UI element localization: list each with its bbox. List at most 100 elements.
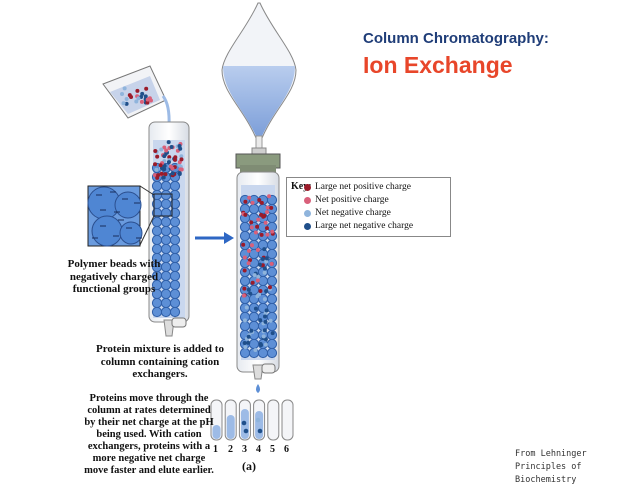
protein-dot: [269, 205, 274, 210]
protein-dot: [249, 225, 254, 230]
protein-dot: [153, 162, 158, 167]
tube-number: 3: [242, 444, 247, 455]
protein-dot: [162, 145, 167, 150]
protein-dot: [161, 175, 166, 180]
protein-dot: [262, 297, 267, 302]
bead: [151, 180, 163, 192]
bead: [160, 306, 172, 318]
tube-number: 6: [284, 444, 289, 455]
title-line-2: Ion Exchange: [363, 52, 513, 78]
protein-dot: [261, 334, 266, 339]
protein-dot: [246, 340, 251, 345]
protein-dot: [262, 328, 267, 333]
bead: [151, 234, 163, 246]
tube-number: 1: [213, 444, 218, 455]
protein-dot: [247, 248, 252, 253]
protein-dot: [241, 242, 246, 247]
protein-dot: [159, 171, 164, 176]
protein-dot: [124, 101, 129, 106]
bead: [169, 270, 181, 282]
key-dot-positive: [304, 197, 311, 204]
bead: [248, 203, 260, 215]
bead: [169, 243, 181, 255]
bead: [266, 293, 278, 305]
protein-dot: [170, 166, 175, 171]
bead: [239, 275, 251, 287]
protein-dot: [156, 173, 161, 178]
protein-dot: [264, 226, 269, 231]
protein-dot: [259, 200, 264, 205]
bead: [257, 347, 269, 359]
protein-dot: [265, 232, 270, 237]
protein-dot: [250, 200, 255, 205]
bead: [239, 230, 251, 242]
protein-dot: [263, 314, 268, 319]
tube-number: 2: [228, 444, 233, 455]
bead: [160, 234, 172, 246]
bead: [151, 243, 163, 255]
tube-liquid: [226, 415, 235, 439]
separatory-funnel: [221, 2, 297, 163]
protein-dot: [136, 96, 141, 101]
mixture-caption: Protein mixture is added to column conta…: [96, 343, 224, 380]
bead: [266, 266, 278, 278]
protein-dot: [170, 171, 175, 176]
protein-dot: [249, 328, 254, 333]
protein-dot: [255, 417, 261, 423]
protein-dot: [253, 230, 258, 235]
protein-dot: [247, 195, 252, 200]
protein-dot: [248, 258, 253, 263]
protein-dot: [258, 318, 263, 323]
bead: [151, 306, 163, 318]
collection-tube: [281, 399, 294, 441]
right-column: [235, 153, 281, 393]
collection-tubes: [210, 399, 294, 441]
protein-dot: [270, 331, 275, 336]
bead: [151, 297, 163, 309]
tube-number: 4: [256, 444, 261, 455]
protein-dot: [262, 213, 267, 218]
beads-caption: Polymer beads with negatively charged fu…: [67, 258, 161, 295]
protein-dot: [143, 94, 148, 99]
bead: [151, 216, 163, 228]
protein-dot: [242, 341, 247, 346]
protein-dot: [164, 148, 169, 153]
bead: [160, 189, 172, 201]
protein-dot: [256, 274, 261, 279]
bead: [169, 279, 181, 291]
bead: [160, 225, 172, 237]
bead: [169, 252, 181, 264]
protein-dot: [177, 171, 182, 176]
key-dot-large-negative: [304, 223, 311, 230]
protein-dot: [246, 287, 251, 292]
pouring-beaker: [102, 65, 171, 127]
bead: [169, 297, 181, 309]
protein-dot: [264, 256, 269, 261]
protein-dot: [264, 308, 269, 313]
protein-dot: [242, 255, 247, 260]
protein-dot: [243, 428, 249, 434]
protein-dot: [264, 259, 269, 264]
bead: [169, 306, 181, 318]
key-item-large-negative: Large net negative charge: [304, 221, 413, 231]
key-legend: Key: Large net positive charge Net posit…: [286, 177, 451, 237]
protein-dot: [173, 155, 178, 160]
protein-dot: [122, 86, 127, 91]
protein-dot: [252, 273, 257, 278]
protein-dot: [243, 199, 248, 204]
protein-dot: [259, 232, 264, 237]
protein-dot: [257, 262, 262, 267]
protein-dot: [255, 247, 260, 252]
protein-dot: [267, 194, 272, 199]
protein-dot: [249, 243, 254, 248]
source-credit: From Lehninger Principles of Biochemistr…: [515, 448, 638, 487]
protein-dot: [269, 261, 274, 266]
protein-dot: [267, 285, 272, 290]
bead: [266, 347, 278, 359]
bead: [266, 212, 278, 224]
protein-dot: [262, 247, 267, 252]
protein-dot: [243, 212, 248, 217]
protein-dot: [145, 100, 150, 105]
bead: [266, 275, 278, 287]
protein-dot: [243, 345, 248, 350]
